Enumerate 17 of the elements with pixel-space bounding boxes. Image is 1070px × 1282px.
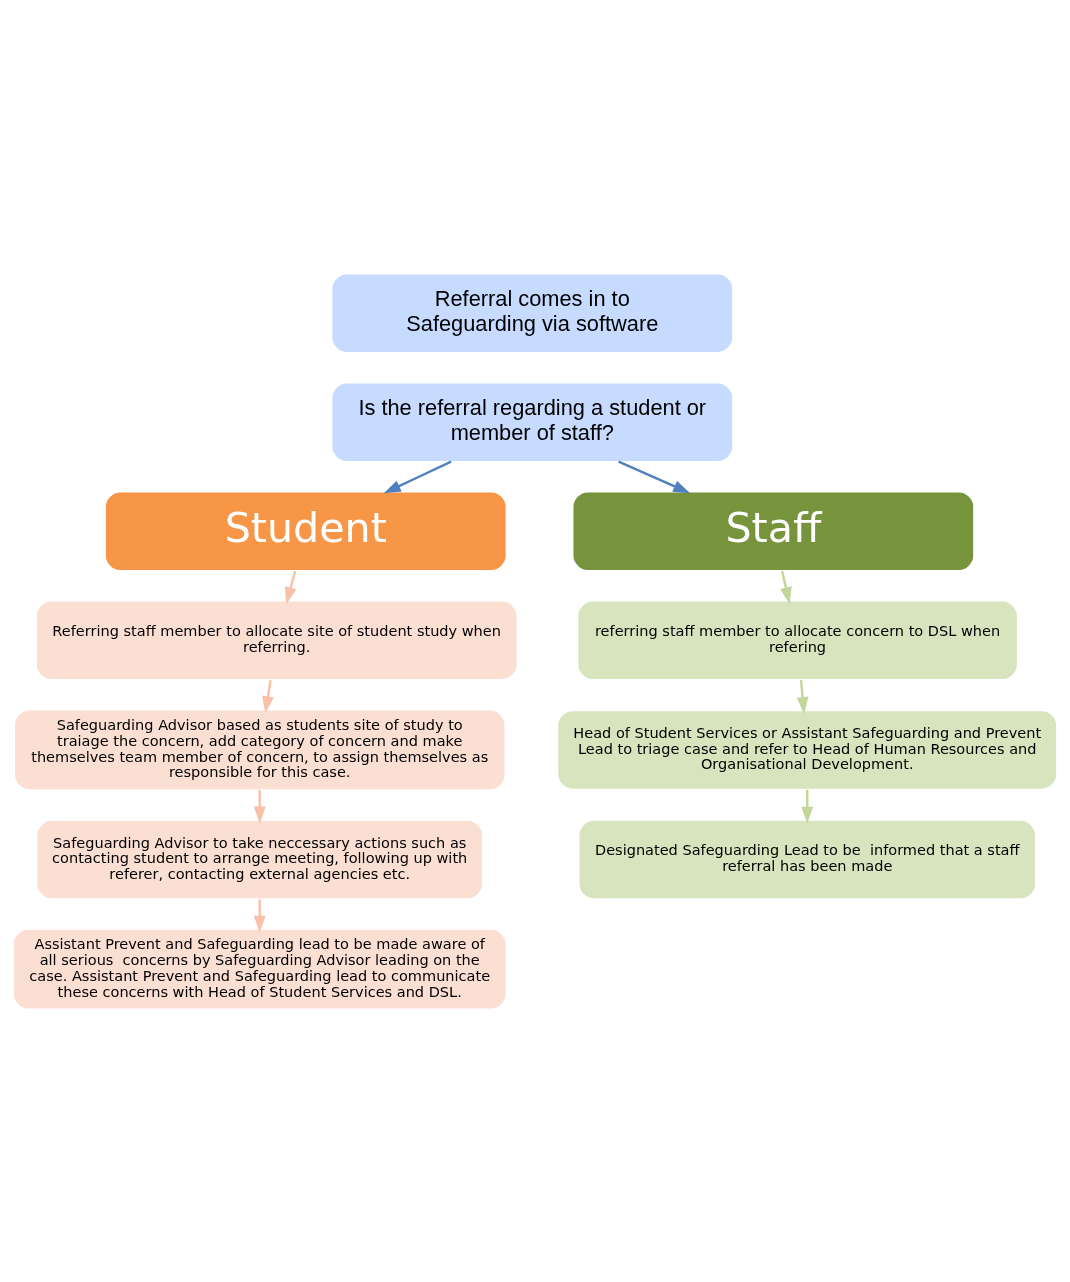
node-box: Student: [104, 490, 507, 571]
arrow: [383, 460, 452, 493]
node-box: Designated Safeguarding Lead to be informed that a staff referral has been made: [578, 819, 1037, 900]
arrow: [262, 679, 274, 713]
node-box: Safeguarding Advisor to take neccessary actions such as contacting student to arrange meeting, following up with referer, contacting external agencies etc.: [36, 819, 484, 900]
arrow: [780, 570, 792, 604]
node-box: Is the referral regarding a student or member of staff?: [331, 381, 734, 462]
node-box: referring staff member to allocate concern to DSL when refering: [577, 599, 1019, 680]
node-box: Head of Student Services or Assistant Safeguarding and Prevent Lead to triage case and refer to Head of Human Resources and Organisational Development.: [557, 709, 1058, 790]
node-box: Staff: [572, 490, 975, 571]
arrow: [284, 570, 297, 604]
arrow: [618, 460, 691, 493]
node-box: Safeguarding Advisor based as students site of study to traiage the concern, add category of concern and make themselves team member of concern, to assign themselves as responsible for this case.: [13, 708, 506, 790]
arrow: [796, 679, 809, 714]
node-box: Assistant Prevent and Safeguarding lead to be made aware of all serious concerns by Safeguarding Advisor leading on the case. Assistant Prevent and Safeguarding lead to communicate these concerns with Head of Student Services and DSL.: [12, 928, 507, 1010]
node-box: Referral comes in to Safeguarding via software: [331, 272, 734, 353]
node-box: Referring staff member to allocate site of student study when referring.: [35, 599, 518, 680]
